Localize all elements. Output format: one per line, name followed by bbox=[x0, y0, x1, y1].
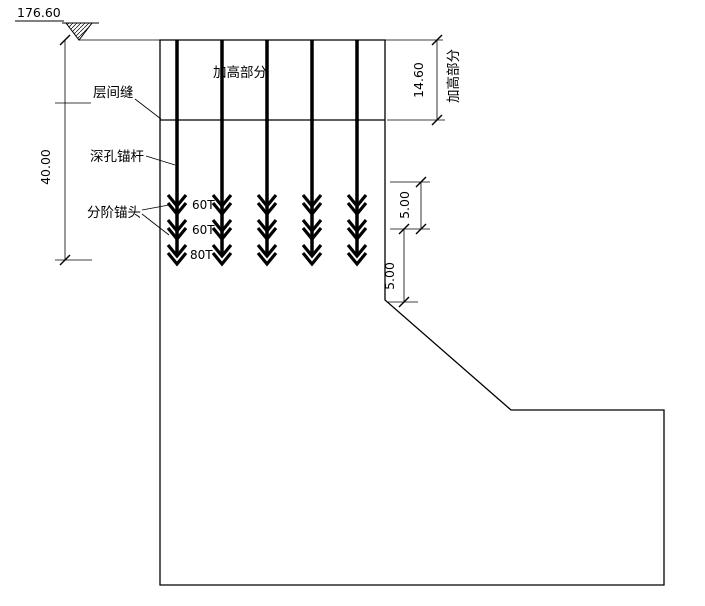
dimension-total-height: 40.00 bbox=[38, 34, 71, 266]
dimension-tick bbox=[431, 114, 443, 126]
dimension-tick bbox=[398, 223, 410, 235]
raised-part-right-label: 加高部分 bbox=[445, 49, 462, 103]
interlayer-joint-label: 层间缝 bbox=[93, 85, 134, 101]
dimension-tick bbox=[59, 254, 71, 266]
leader-line bbox=[141, 204, 170, 211]
staged-anchor-head-callout: 分阶锚头 bbox=[87, 204, 170, 236]
dimension-lower-spacing: 5.00 bbox=[382, 223, 410, 308]
dimension-upper-spacing: 5.00 bbox=[397, 176, 427, 235]
anchor-rod bbox=[166, 40, 188, 266]
leader-line bbox=[134, 98, 162, 120]
structure bbox=[159, 39, 665, 586]
dam-outline bbox=[159, 39, 665, 586]
anchor-load-label: 60T bbox=[192, 198, 215, 212]
leader-line bbox=[145, 155, 176, 166]
anchor-rods bbox=[166, 40, 368, 266]
dimension-tick bbox=[415, 223, 427, 235]
dimension-value: 5.00 bbox=[397, 191, 412, 219]
anchor-rod bbox=[301, 40, 323, 266]
anchor-load-label: 80T bbox=[190, 248, 213, 262]
dimension-tick bbox=[431, 34, 443, 46]
dimension-tick bbox=[398, 296, 410, 308]
deep-hole-anchor-callout: 深孔锚杆 bbox=[90, 149, 176, 166]
dimension-raised-height: 14.60 加高部分 bbox=[411, 34, 462, 126]
dimension-value: 40.00 bbox=[38, 149, 53, 185]
dimension-value: 14.60 bbox=[411, 62, 426, 98]
staged-anchor-head-label: 分阶锚头 bbox=[87, 205, 141, 221]
dimension-value: 5.00 bbox=[382, 262, 397, 290]
dimension-tick bbox=[59, 34, 71, 46]
anchor-rod bbox=[211, 40, 233, 266]
elevation-value: 176.60 bbox=[17, 5, 61, 20]
raised-part-top-label: 加高部分 bbox=[213, 64, 267, 81]
deep-hole-anchor-label: 深孔锚杆 bbox=[90, 149, 144, 165]
anchor-load-label: 60T bbox=[192, 223, 215, 237]
interlayer-joint-callout: 层间缝 bbox=[55, 85, 162, 120]
anchor-rod bbox=[346, 40, 368, 266]
elevation-triangle-icon bbox=[64, 22, 94, 41]
leader-line bbox=[141, 213, 170, 236]
anchor-load-labels: 60T 60T 80T bbox=[190, 198, 215, 262]
anchor-rod bbox=[256, 40, 278, 266]
dimension-tick bbox=[415, 176, 427, 188]
elevation-marker: 176.60 bbox=[15, 5, 99, 41]
